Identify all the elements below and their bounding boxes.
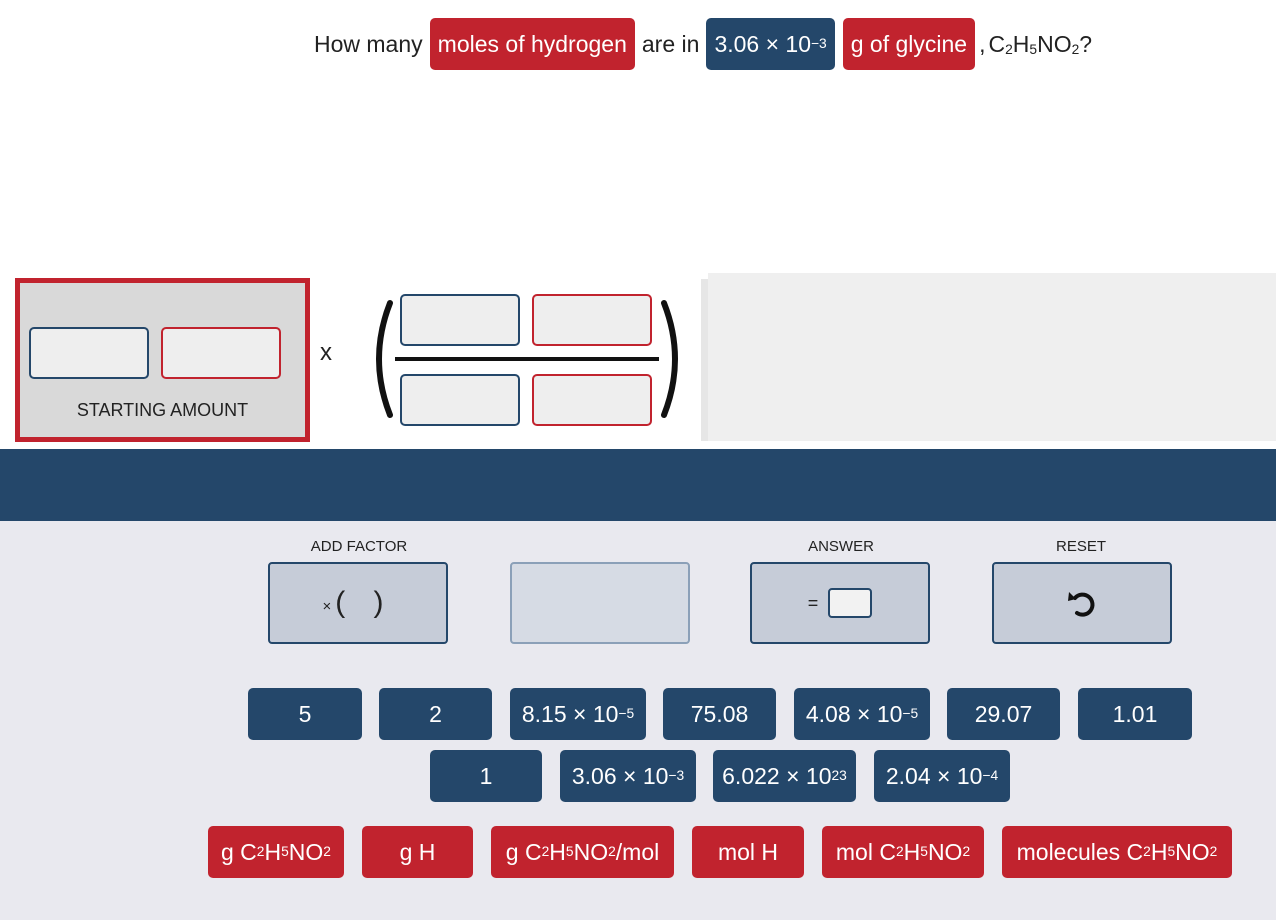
number-tile-8-15e-5[interactable]: 8.15 × 10−5 [510, 688, 646, 740]
controls-panel: ADD FACTOR ANSWER RESET × ( ) = 5 2 8.15… [0, 521, 1276, 920]
undo-icon [1068, 592, 1095, 617]
question-text: How many moles of hydrogen are in 3.06 ×… [311, 18, 1095, 70]
number-tile-75-08[interactable]: 75.08 [663, 688, 776, 740]
number-tile-1-01[interactable]: 1.01 [1078, 688, 1192, 740]
add-factor-button[interactable]: × ( ) [268, 562, 448, 644]
unit-tile-mol-h[interactable]: mol H [692, 826, 804, 878]
right-parenthesis-icon [661, 300, 678, 418]
workspace-empty-area [708, 273, 1276, 441]
equals-sign: = [807, 592, 819, 613]
question-chip-amount: 3.06 × 10−3 [706, 18, 835, 70]
parentheses-icon: ( ) [335, 586, 394, 619]
workspace-divider [701, 279, 708, 441]
unit-tile-g-h[interactable]: g H [362, 826, 473, 878]
starting-amount-value-slot[interactable] [29, 327, 149, 379]
question-mark: ? [1079, 30, 1093, 57]
add-factor-label: ADD FACTOR [310, 538, 408, 555]
left-parenthesis-icon [376, 300, 393, 418]
starting-amount-label: STARTING AMOUNT [76, 400, 249, 420]
denominator-unit-slot[interactable] [532, 374, 652, 426]
number-tile-2-04e-4[interactable]: 2.04 × 10−4 [874, 750, 1010, 802]
denominator-value-slot[interactable] [400, 374, 520, 426]
number-tile-4-08e-5[interactable]: 4.08 × 10−5 [794, 688, 930, 740]
blank-control-button[interactable] [510, 562, 690, 644]
question-prefix: How many [314, 30, 423, 57]
number-tile-5[interactable]: 5 [248, 688, 362, 740]
numerator-unit-slot[interactable] [532, 294, 652, 346]
answer-display-bar [0, 449, 1276, 521]
reset-label: RESET [1055, 538, 1106, 555]
answer-button[interactable]: = [750, 562, 930, 644]
question-formula: C2H5NO2? [988, 30, 1093, 57]
answer-label: ANSWER [808, 538, 874, 555]
number-tile-2[interactable]: 2 [379, 688, 492, 740]
multiply-symbol: x [320, 339, 332, 366]
starting-amount-box[interactable]: STARTING AMOUNT [15, 278, 310, 442]
question-mid: are in [641, 30, 700, 57]
question-chip-moles-of-hydrogen: moles of hydrogen [429, 18, 635, 70]
fraction-bar [395, 357, 659, 361]
question-chip-glycine: g of glycine [842, 18, 976, 70]
add-factor-x: × [322, 597, 332, 615]
number-tile-29-07[interactable]: 29.07 [947, 688, 1060, 740]
amount-mantissa: 3.06 × 10 [714, 30, 811, 57]
number-tile-1[interactable]: 1 [430, 750, 542, 802]
answer-box-icon [828, 588, 873, 618]
number-tile-3-06e-3[interactable]: 3.06 × 10−3 [560, 750, 696, 802]
reset-button[interactable] [992, 562, 1172, 644]
starting-amount-unit-slot[interactable] [161, 327, 281, 379]
workspace: STARTING AMOUNT x [0, 273, 1276, 449]
question-comma: , [979, 30, 986, 57]
numerator-value-slot[interactable] [400, 294, 520, 346]
